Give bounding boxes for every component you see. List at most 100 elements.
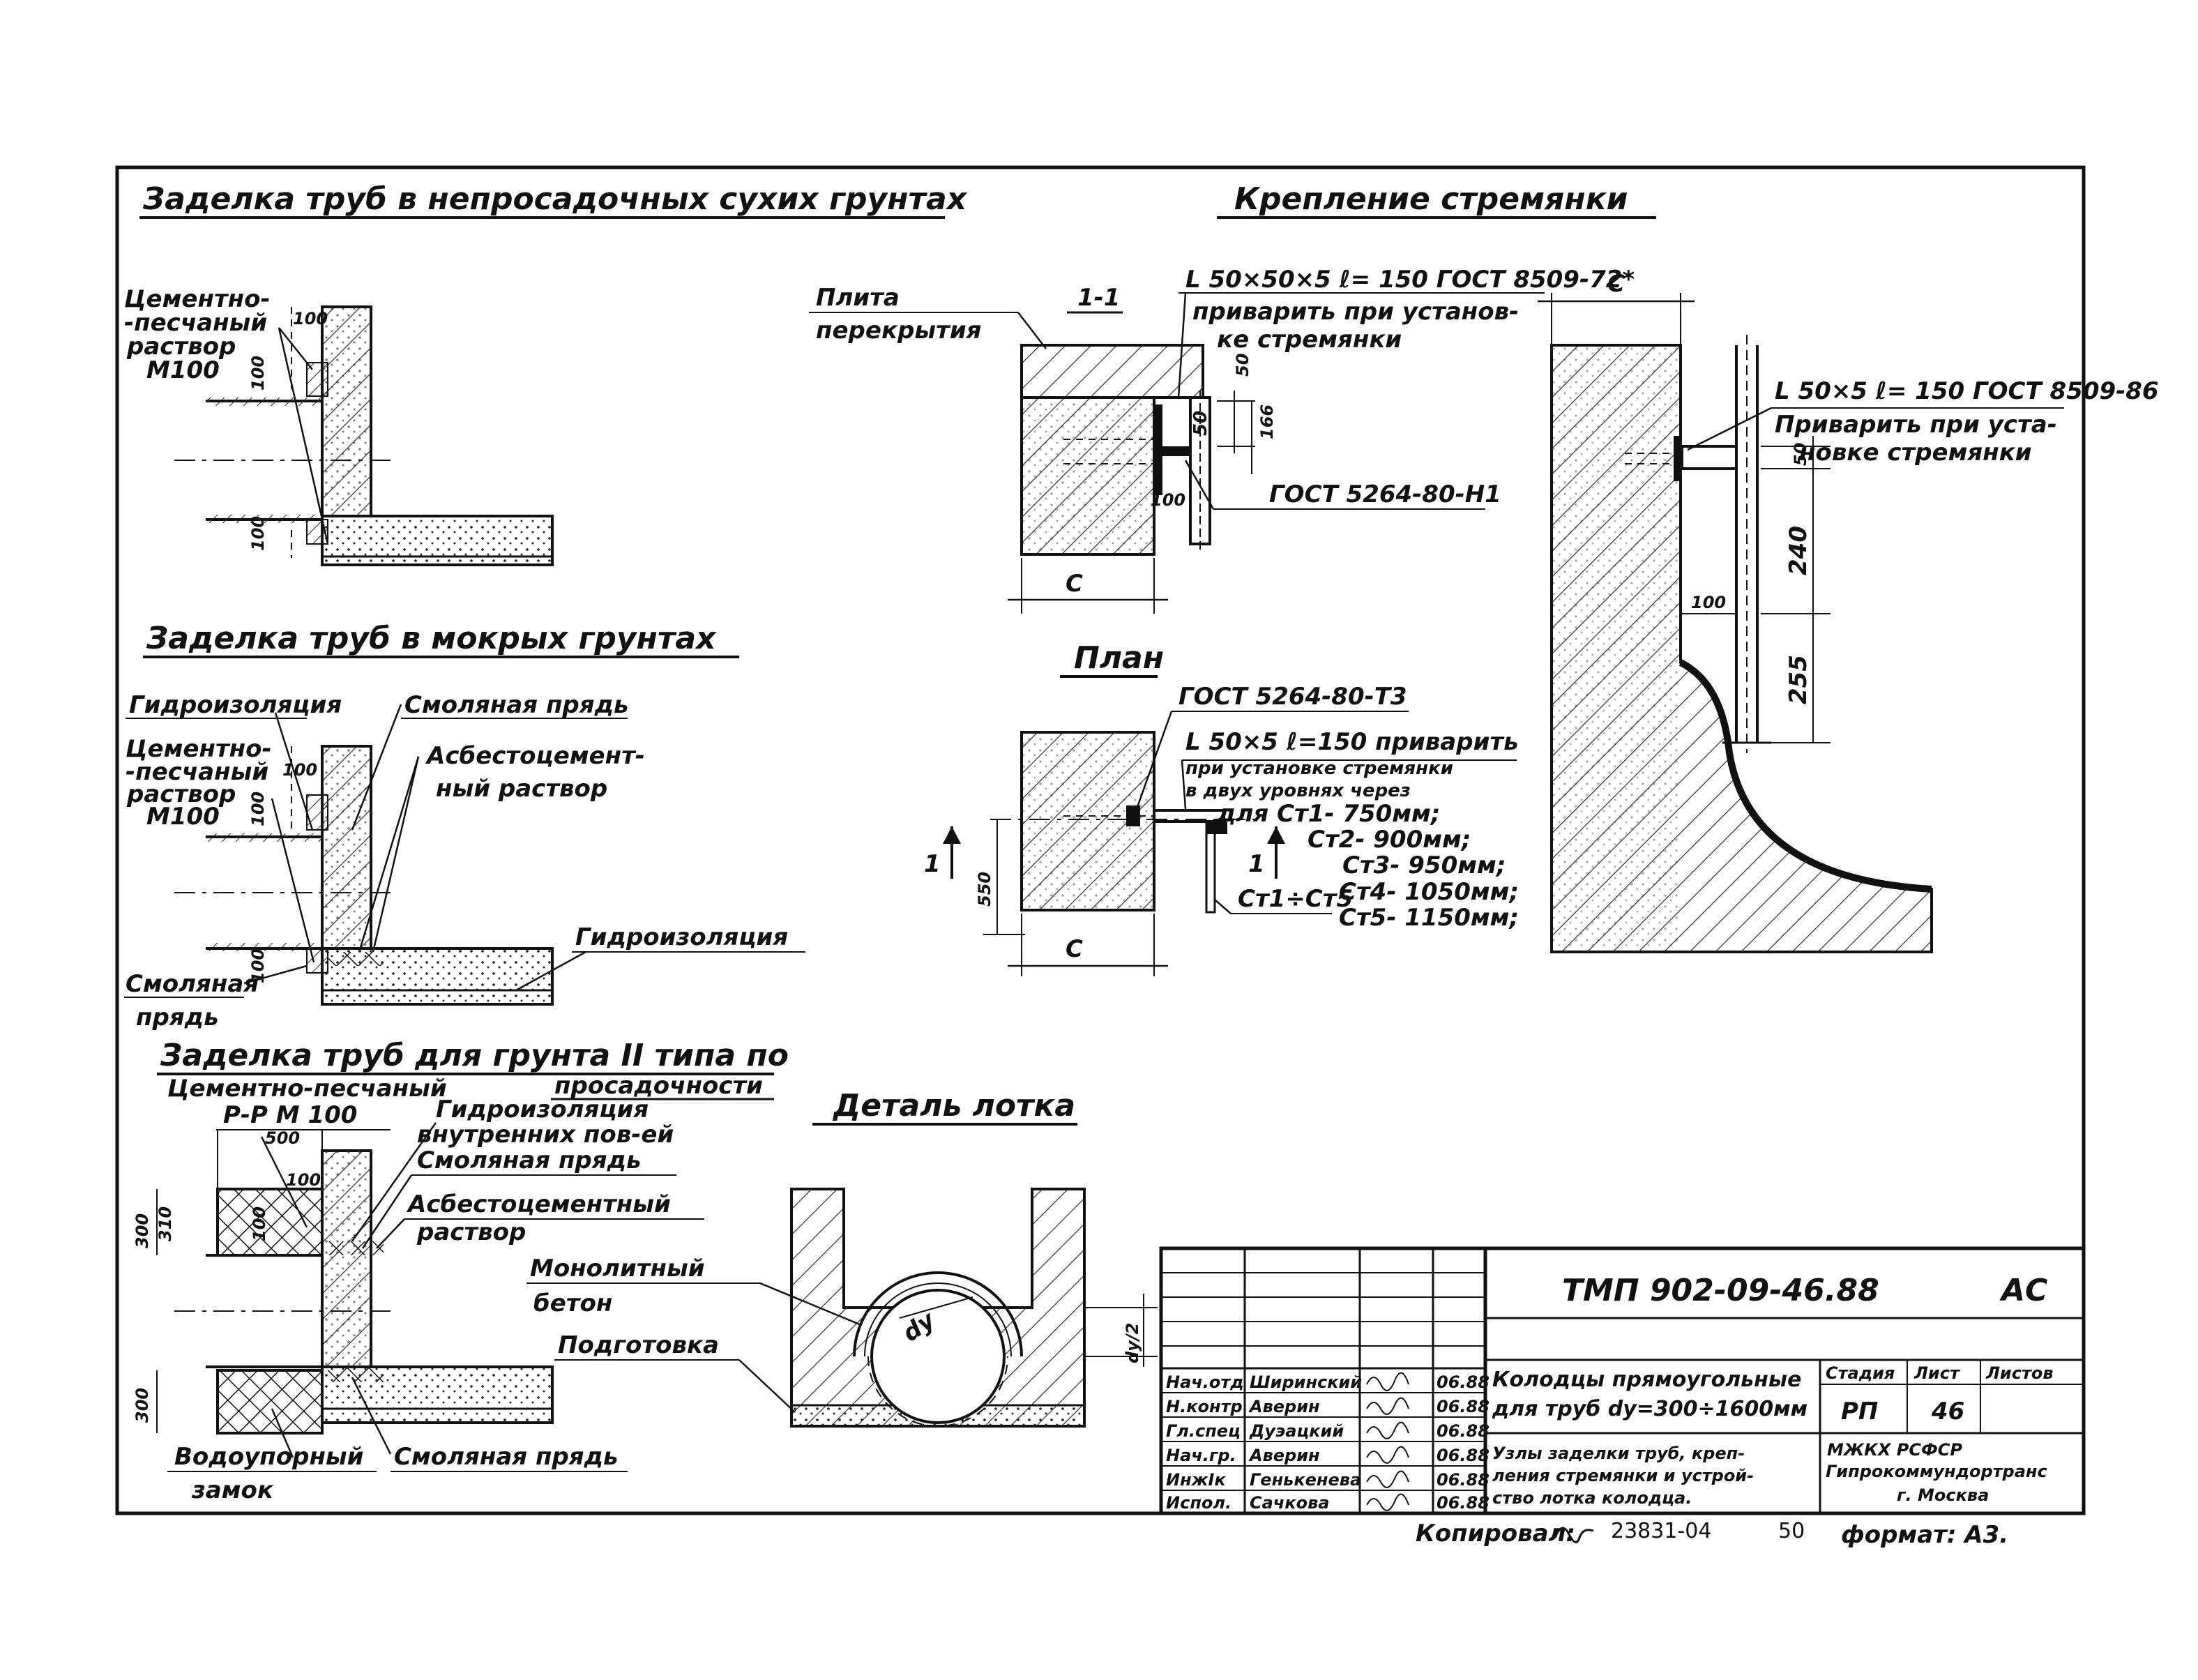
tb-stage: РП bbox=[1841, 1398, 1878, 1425]
tray-mono-label-2: бетон bbox=[533, 1289, 612, 1317]
dry-label-1: Цементно- bbox=[124, 285, 271, 313]
wet-dim-100: 100 bbox=[282, 760, 317, 780]
title-block: ТМП 902-09-46.88 АС Стадия Лист Листов Р… bbox=[1159, 1246, 2086, 1515]
type2-title-2: просадочности bbox=[554, 1072, 763, 1100]
tray-mono-label-1: Монолитный bbox=[530, 1255, 705, 1282]
ladder-angle-label: L 50×50×5 ℓ= 150 ГОСТ 8509-72* bbox=[1185, 266, 1635, 294]
sheet-frame bbox=[115, 165, 2086, 1515]
plan-spacing-2: Ст2- 900мм; bbox=[1308, 826, 1471, 854]
dry-title: Заделка труб в непросадочных сухих грунт… bbox=[142, 181, 968, 217]
dry-label-4: М100 bbox=[146, 356, 220, 384]
plan-angle-label-3: в двух уровнях через bbox=[1185, 780, 1411, 801]
type2-lock-label-2: замок bbox=[191, 1476, 274, 1504]
section-ladder-mount: Крепление стремянки 1-1 Плита перекрытия… bbox=[809, 181, 1656, 614]
tb-org-2: Гипрокоммундортранс bbox=[1826, 1462, 2047, 1481]
wet-dim-v1: 100 bbox=[248, 792, 268, 826]
tb-code: ТМП 902-09-46.88 bbox=[1562, 1273, 1879, 1308]
right-dim-50: 50 bbox=[1791, 443, 1810, 466]
type2-sol-label: раствор bbox=[416, 1218, 526, 1246]
tb-person: Ширинский bbox=[1250, 1372, 1362, 1392]
tb-role: Нач.гр. bbox=[1166, 1446, 1236, 1465]
plan-dim-550: 550 bbox=[975, 872, 994, 907]
section-dry-soils: Заделка труб в непросадочных сухих грунт… bbox=[124, 181, 968, 566]
type2-cp-label: Цементно-песчаный bbox=[167, 1075, 447, 1103]
right-dim-240: 240 bbox=[1784, 526, 1812, 575]
tb-mark: АС bbox=[1999, 1273, 2047, 1308]
type2-dim-300b: 300 bbox=[132, 1388, 152, 1423]
type2-hyd-label-1: Гидроизоляция bbox=[436, 1096, 649, 1123]
plan-gost-label: ГОСТ 5264-80-Т3 bbox=[1178, 683, 1407, 711]
footer-number: 23831-04 bbox=[1611, 1519, 1711, 1543]
tb-row: ИнжIк Генькенева 06.88 bbox=[1166, 1470, 1490, 1490]
right-dim-100: 100 bbox=[1691, 593, 1726, 612]
tb-h-sheet: Лист bbox=[1913, 1363, 1961, 1383]
wet-hydro-label: Гидроизоляция bbox=[129, 691, 342, 719]
plan-title: План bbox=[1074, 640, 1164, 676]
tb-person: Аверин bbox=[1248, 1446, 1320, 1465]
tray-title: Деталь лотка bbox=[832, 1088, 1075, 1123]
tb-sheet-name-2: ления стремянки и устрой- bbox=[1492, 1466, 1754, 1485]
right-weld-label-1: Приварить при уста- bbox=[1775, 411, 2057, 439]
tb-row: Н.контр Аверин 06.88 bbox=[1166, 1397, 1490, 1416]
section-right-wall: С L 50×5 ℓ= 150 ГОСТ 8509-86 Приварить п… bbox=[1538, 270, 2159, 953]
footer-format: формат: А3. bbox=[1841, 1521, 2008, 1549]
section-plan: План 1 1 550 С ГОСТ 5264-80-Т3 L 50×5 ℓ=… bbox=[924, 640, 1519, 976]
ladder-dim-50: 50 bbox=[1233, 354, 1252, 377]
dry-dim-v2: 100 bbox=[248, 516, 268, 551]
ladder-title: Крепление стремянки bbox=[1234, 181, 1628, 217]
ladder-dim-100: 100 bbox=[1151, 490, 1185, 510]
dry-dim-v1: 100 bbox=[248, 356, 268, 391]
ladder-sec-label: 1-1 bbox=[1077, 284, 1120, 312]
type2-asb-label: Асбестоцементный bbox=[406, 1190, 671, 1218]
wet-asb-label-2: ный раствор bbox=[436, 775, 607, 803]
tb-date: 06.88 bbox=[1437, 1372, 1490, 1392]
plan-angle-label-2: при установке стремянки bbox=[1185, 758, 1453, 779]
wet-c-label-4: М100 bbox=[146, 803, 220, 831]
plan-spacing-3: Ст3- 950мм; bbox=[1342, 852, 1506, 879]
wet-title: Заделка труб в мокрых грунтах bbox=[146, 621, 717, 656]
type2-dim-300a: 300 bbox=[132, 1213, 152, 1248]
plan-st-label: Ст1÷Ст5 bbox=[1238, 885, 1353, 913]
right-c-dim: С bbox=[1607, 270, 1625, 298]
type2-lock-label-1: Водоупорный bbox=[174, 1443, 364, 1471]
plan-spacing-4: Ст4- 1050мм; bbox=[1339, 878, 1519, 906]
plan-c-dim: С bbox=[1066, 935, 1083, 963]
type2-dim-100: 100 bbox=[286, 1170, 321, 1190]
tb-role: Нач.отд bbox=[1166, 1372, 1244, 1392]
type2-rope-label: Смоляная прядь bbox=[417, 1147, 642, 1174]
section-tray-detail: Деталь лотка dy dy/2 Монолитный бетон По… bbox=[526, 1088, 1158, 1428]
tb-row: Гл.спец Дуэацкий 06.88 bbox=[1166, 1421, 1490, 1441]
wet-c-label-2: -песчаный bbox=[126, 758, 268, 786]
plan-cut-right: 1 bbox=[1248, 850, 1265, 878]
tb-date: 06.88 bbox=[1437, 1493, 1490, 1513]
tb-date: 06.88 bbox=[1437, 1446, 1490, 1465]
tb-row: Испол. Сачкова 06.88 bbox=[1166, 1493, 1490, 1513]
tb-h-stage: Стадия bbox=[1826, 1363, 1895, 1383]
ladder-slab-label-1: Плита bbox=[816, 284, 900, 312]
tb-org-3: г. Москва bbox=[1897, 1485, 1989, 1505]
tb-row: Нач.гр. Аверин 06.88 bbox=[1166, 1446, 1490, 1465]
ladder-weld-label-2: ке стремянки bbox=[1217, 326, 1402, 354]
wet-dim-v2: 100 bbox=[248, 948, 268, 983]
plan-spacing-1: для Ст1- 750мм; bbox=[1216, 800, 1440, 828]
section-type2-soil: Заделка труб для грунта II типа по проса… bbox=[132, 1038, 789, 1504]
plan-angle-label-1: L 50×5 ℓ=150 приварить bbox=[1185, 728, 1519, 756]
tray-dy2: dy/2 bbox=[1123, 1323, 1142, 1363]
footer-copied: Копировал: bbox=[1416, 1520, 1575, 1547]
tb-org-1: МЖКХ РСФСР bbox=[1827, 1440, 1962, 1460]
type2-rp-label: Р-Р М 100 bbox=[223, 1101, 357, 1129]
tb-sheet: 46 bbox=[1931, 1398, 1964, 1425]
ladder-c-dim: С bbox=[1066, 570, 1083, 598]
wet-c-label-3: раствор bbox=[126, 780, 236, 808]
type2-dim-100b: 100 bbox=[250, 1206, 269, 1241]
wet-c-label-1: Цементно- bbox=[126, 735, 272, 763]
tb-role: Испол. bbox=[1166, 1493, 1231, 1513]
ladder-dim-166: 166 bbox=[1257, 404, 1277, 439]
tb-date: 06.88 bbox=[1437, 1421, 1490, 1441]
footer: Копировал: 23831-04 50 формат: А3. bbox=[1416, 1519, 2008, 1549]
tb-sheet-name-1: Узлы заделки труб, креп- bbox=[1492, 1444, 1745, 1463]
right-dim-255: 255 bbox=[1784, 655, 1812, 704]
tb-proj-2: для труб dy=300÷1600мм bbox=[1492, 1397, 1807, 1421]
ladder-weld-label-1: приварить при установ- bbox=[1192, 298, 1519, 326]
ladder-dim-50b: 50 bbox=[1190, 411, 1211, 436]
